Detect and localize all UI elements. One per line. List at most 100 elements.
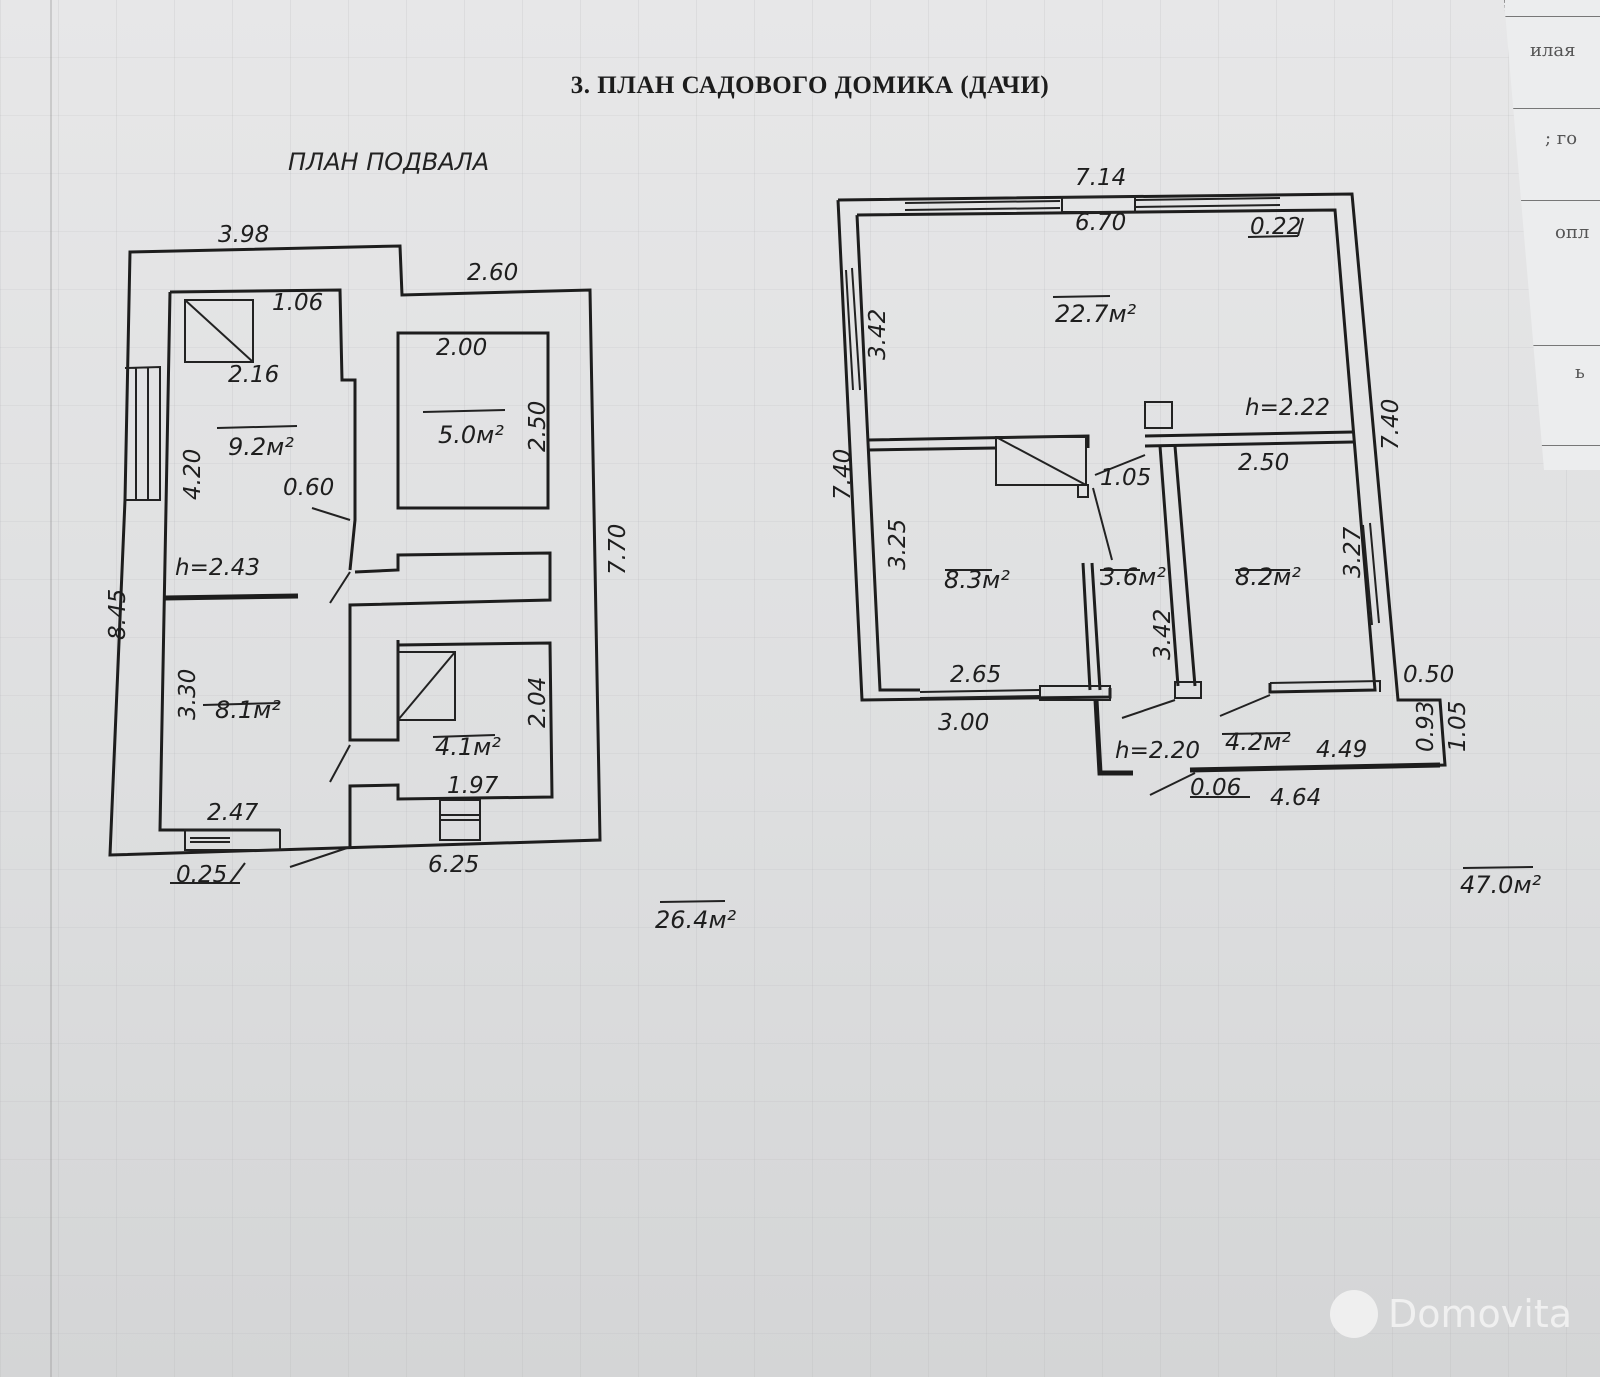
- dim-label: 0.93: [1413, 701, 1439, 752]
- dim-label: 8.45: [105, 589, 131, 640]
- dim-label: 3.42: [1150, 609, 1176, 660]
- basement-plan: 3.98 2.60 1.06 2.16 2.00 9.2м² 5.0м² 2.5…: [105, 222, 737, 934]
- ceiling-height-label: h=2.43: [175, 555, 260, 581]
- watermark: Domovita: [1330, 1290, 1572, 1338]
- dim-label: 3.27: [1340, 526, 1366, 578]
- basement-window-bottom: [184, 829, 281, 851]
- dim-label: 2.00: [436, 335, 487, 361]
- domovita-logo-icon: [1330, 1290, 1378, 1338]
- stair-diagonal: [184, 299, 254, 363]
- ground-stair-box: [995, 436, 1087, 486]
- dim-label: 7.40: [830, 449, 856, 500]
- ground-top-window: [904, 197, 1281, 211]
- dim-label: 4.20: [180, 449, 206, 500]
- room-area-label: 5.0м²: [438, 421, 504, 449]
- dim-label: 2.50: [525, 401, 551, 452]
- dim-label: 2.60: [467, 260, 518, 286]
- window-pier: [1039, 685, 1111, 701]
- ground-floor-plan: 7.14 6.70 0.22 22.7м² 3.42 h=2.22 7.40 7…: [830, 165, 1542, 899]
- ceiling-height-label: h=2.22: [1245, 395, 1330, 421]
- hall-wall: [1081, 562, 1102, 691]
- dim-label: 3.42: [865, 309, 891, 360]
- dim-label: 2.47: [207, 800, 259, 826]
- watermark-text: Domovita: [1388, 1292, 1573, 1336]
- basement-outer-wall: [108, 244, 602, 857]
- door-swing: [1094, 454, 1146, 476]
- basement-total-area: 26.4м²: [655, 906, 737, 934]
- dim-label: 3.25: [885, 519, 911, 570]
- porch-step: [1269, 679, 1381, 692]
- dim-label: 4.64: [1270, 785, 1321, 811]
- ground-partition-left: [867, 434, 1090, 452]
- dim-label: 0.60: [283, 475, 334, 501]
- room-area-label: 8.2м²: [1235, 563, 1301, 591]
- ground-right-window: [1362, 522, 1380, 626]
- door-swing: [289, 846, 351, 868]
- dim-label: 2.65: [950, 662, 1001, 688]
- dim-label: 3.98: [218, 222, 269, 248]
- room-area-label: 22.7м²: [1055, 300, 1137, 328]
- corridor-wall: [1158, 445, 1197, 687]
- door-swing: [329, 744, 351, 783]
- dim-label: 2.50: [1238, 450, 1289, 476]
- dim-label: 4.49: [1316, 737, 1367, 763]
- side-text-fragment: ь: [1575, 362, 1585, 383]
- dim-label: 1.06: [272, 290, 323, 316]
- stair-diagonal-2: [397, 651, 456, 721]
- basement-middle-wall: [348, 551, 552, 742]
- dim-label: 6.70: [1075, 210, 1126, 236]
- dim-label: 7.70: [605, 524, 631, 575]
- ground-left-window: [845, 267, 861, 391]
- basement-window: [124, 365, 161, 501]
- leader-line: [1092, 487, 1113, 561]
- window-pier: [1061, 196, 1136, 213]
- dim-label: 0.06: [1190, 775, 1241, 801]
- dim-label: 0.22: [1250, 214, 1301, 240]
- porch-wall-bottom: [1189, 762, 1441, 773]
- chimney-box: [1144, 401, 1173, 429]
- basement-room4-wall: [348, 641, 554, 848]
- door-swing: [329, 571, 351, 604]
- dim-label: 3.30: [175, 669, 201, 720]
- dim-label: 7.40: [1378, 399, 1404, 450]
- room-area-label: 4.2м²: [1225, 728, 1291, 756]
- basement-room2-wall: [396, 331, 550, 510]
- room-area-label: 9.2м²: [228, 433, 294, 461]
- dim-label: 7.14: [1075, 165, 1126, 191]
- door-swing: [1121, 699, 1176, 719]
- dim-label: 1.97: [447, 773, 499, 799]
- dim-label: 0.50: [1403, 662, 1454, 688]
- stair-diagonal: [995, 436, 1087, 486]
- page-title: 3. ПЛАН САДОВОГО ДОМИКА (ДАЧИ): [570, 72, 1050, 99]
- dim-label: 2.04: [525, 677, 551, 728]
- basement-stair-box-2: [397, 651, 456, 721]
- ceiling-height-label: h=2.20: [1115, 738, 1200, 764]
- dim-label: 1.05: [1100, 465, 1151, 491]
- wall-stub: [1174, 681, 1202, 699]
- dim-label: 0.25: [176, 862, 227, 888]
- door-swing: [1149, 772, 1196, 796]
- ground-partition-right: [1144, 430, 1354, 448]
- leader-line: [311, 507, 351, 521]
- basement-stair-box: [184, 299, 254, 363]
- ground-inner-wall: [855, 208, 1377, 694]
- side-text-fragment: илая: [1530, 40, 1576, 61]
- porch-wall-left: [1093, 699, 1133, 776]
- dim-label: 6.25: [428, 852, 479, 878]
- room-area-label: 4.1м²: [435, 733, 501, 761]
- side-text-fragment: ; го: [1545, 128, 1578, 149]
- basement-plan-title: ПЛАН ПОДВАЛА: [288, 148, 490, 176]
- ground-total-area: 47.0м²: [1460, 871, 1542, 899]
- room-area-label: 8.3м²: [944, 566, 1010, 594]
- dim-label: 3.00: [938, 710, 989, 736]
- basement-partition: [164, 593, 299, 601]
- room-area-label: 3.6м²: [1100, 563, 1166, 591]
- room-area-label: 8.1м²: [215, 696, 281, 724]
- ground-bottom-window: [919, 689, 1041, 699]
- stair-post: [1077, 484, 1089, 498]
- paper-fold-line: [50, 0, 52, 1377]
- dim-label: 1.05: [1445, 701, 1471, 752]
- dim-label: 2.16: [228, 362, 279, 388]
